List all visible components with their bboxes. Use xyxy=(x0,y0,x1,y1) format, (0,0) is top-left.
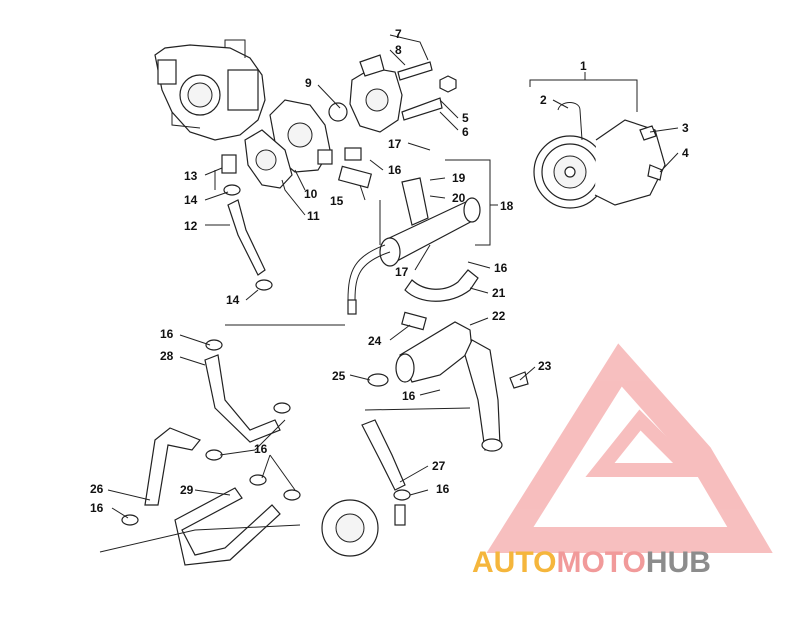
water-pump xyxy=(529,79,666,209)
callout-10: 10 xyxy=(304,187,318,201)
leader-lines xyxy=(107,34,679,519)
callout-22: 22 xyxy=(492,309,506,323)
callout-11: 11 xyxy=(307,209,320,223)
throttle-body xyxy=(154,39,266,141)
callout-8: 8 xyxy=(395,43,402,57)
hose-27 xyxy=(321,419,411,557)
callout-19: 19 xyxy=(452,171,466,185)
callout-17a: 17 xyxy=(388,137,402,151)
callout-29: 29 xyxy=(180,483,194,497)
callout-20: 20 xyxy=(452,191,466,205)
callout-1: 1 xyxy=(580,59,587,73)
outlet-housing xyxy=(349,54,457,133)
watermark-auto: AUTO xyxy=(472,546,556,579)
callout-16e: 16 xyxy=(254,442,268,456)
callout-7: 7 xyxy=(395,27,402,41)
callout-12: 12 xyxy=(184,219,198,233)
callout-4: 4 xyxy=(682,146,689,160)
watermark-text: AUTOMOTOHUB xyxy=(472,546,711,579)
callout-21: 21 xyxy=(492,286,506,300)
callout-23: 23 xyxy=(538,359,552,373)
callout-14b: 14 xyxy=(226,293,240,307)
watermark-hub: HUB xyxy=(646,546,711,579)
reference-lines xyxy=(99,170,471,553)
callout-25: 25 xyxy=(332,369,346,383)
watermark-moto: MOTO xyxy=(556,546,645,579)
callout-6: 6 xyxy=(462,125,469,139)
callout-3: 3 xyxy=(682,121,689,135)
callout-26: 26 xyxy=(90,482,104,496)
temp-sensor xyxy=(337,147,373,189)
thermostat-housing xyxy=(244,99,348,189)
callout-2: 2 xyxy=(540,93,547,107)
callout-16c: 16 xyxy=(402,389,416,403)
callout-17b: 17 xyxy=(395,265,409,279)
callout-14a: 14 xyxy=(184,193,198,207)
callout-28: 28 xyxy=(160,349,174,363)
callout-24: 24 xyxy=(368,334,382,348)
callout-16b: 16 xyxy=(494,261,508,275)
hose-28 xyxy=(204,339,291,443)
callout-27: 27 xyxy=(432,459,446,473)
hose-26-29 xyxy=(121,427,301,566)
callout-labels: 1 2 3 4 5 6 7 8 9 10 11 12 13 14 14 15 1… xyxy=(90,27,689,515)
callout-13: 13 xyxy=(184,169,198,183)
callout-9: 9 xyxy=(305,76,312,90)
callout-16a: 16 xyxy=(388,163,402,177)
callout-16f: 16 xyxy=(90,501,104,515)
callout-15: 15 xyxy=(330,194,344,208)
elbow-hose xyxy=(367,269,529,452)
callout-16d: 16 xyxy=(160,327,174,341)
coolant-pipe-assembly xyxy=(347,159,491,315)
callout-5: 5 xyxy=(462,111,469,125)
callout-16g: 16 xyxy=(436,482,450,496)
callout-18: 18 xyxy=(500,199,514,213)
watermark-logo xyxy=(486,343,773,553)
